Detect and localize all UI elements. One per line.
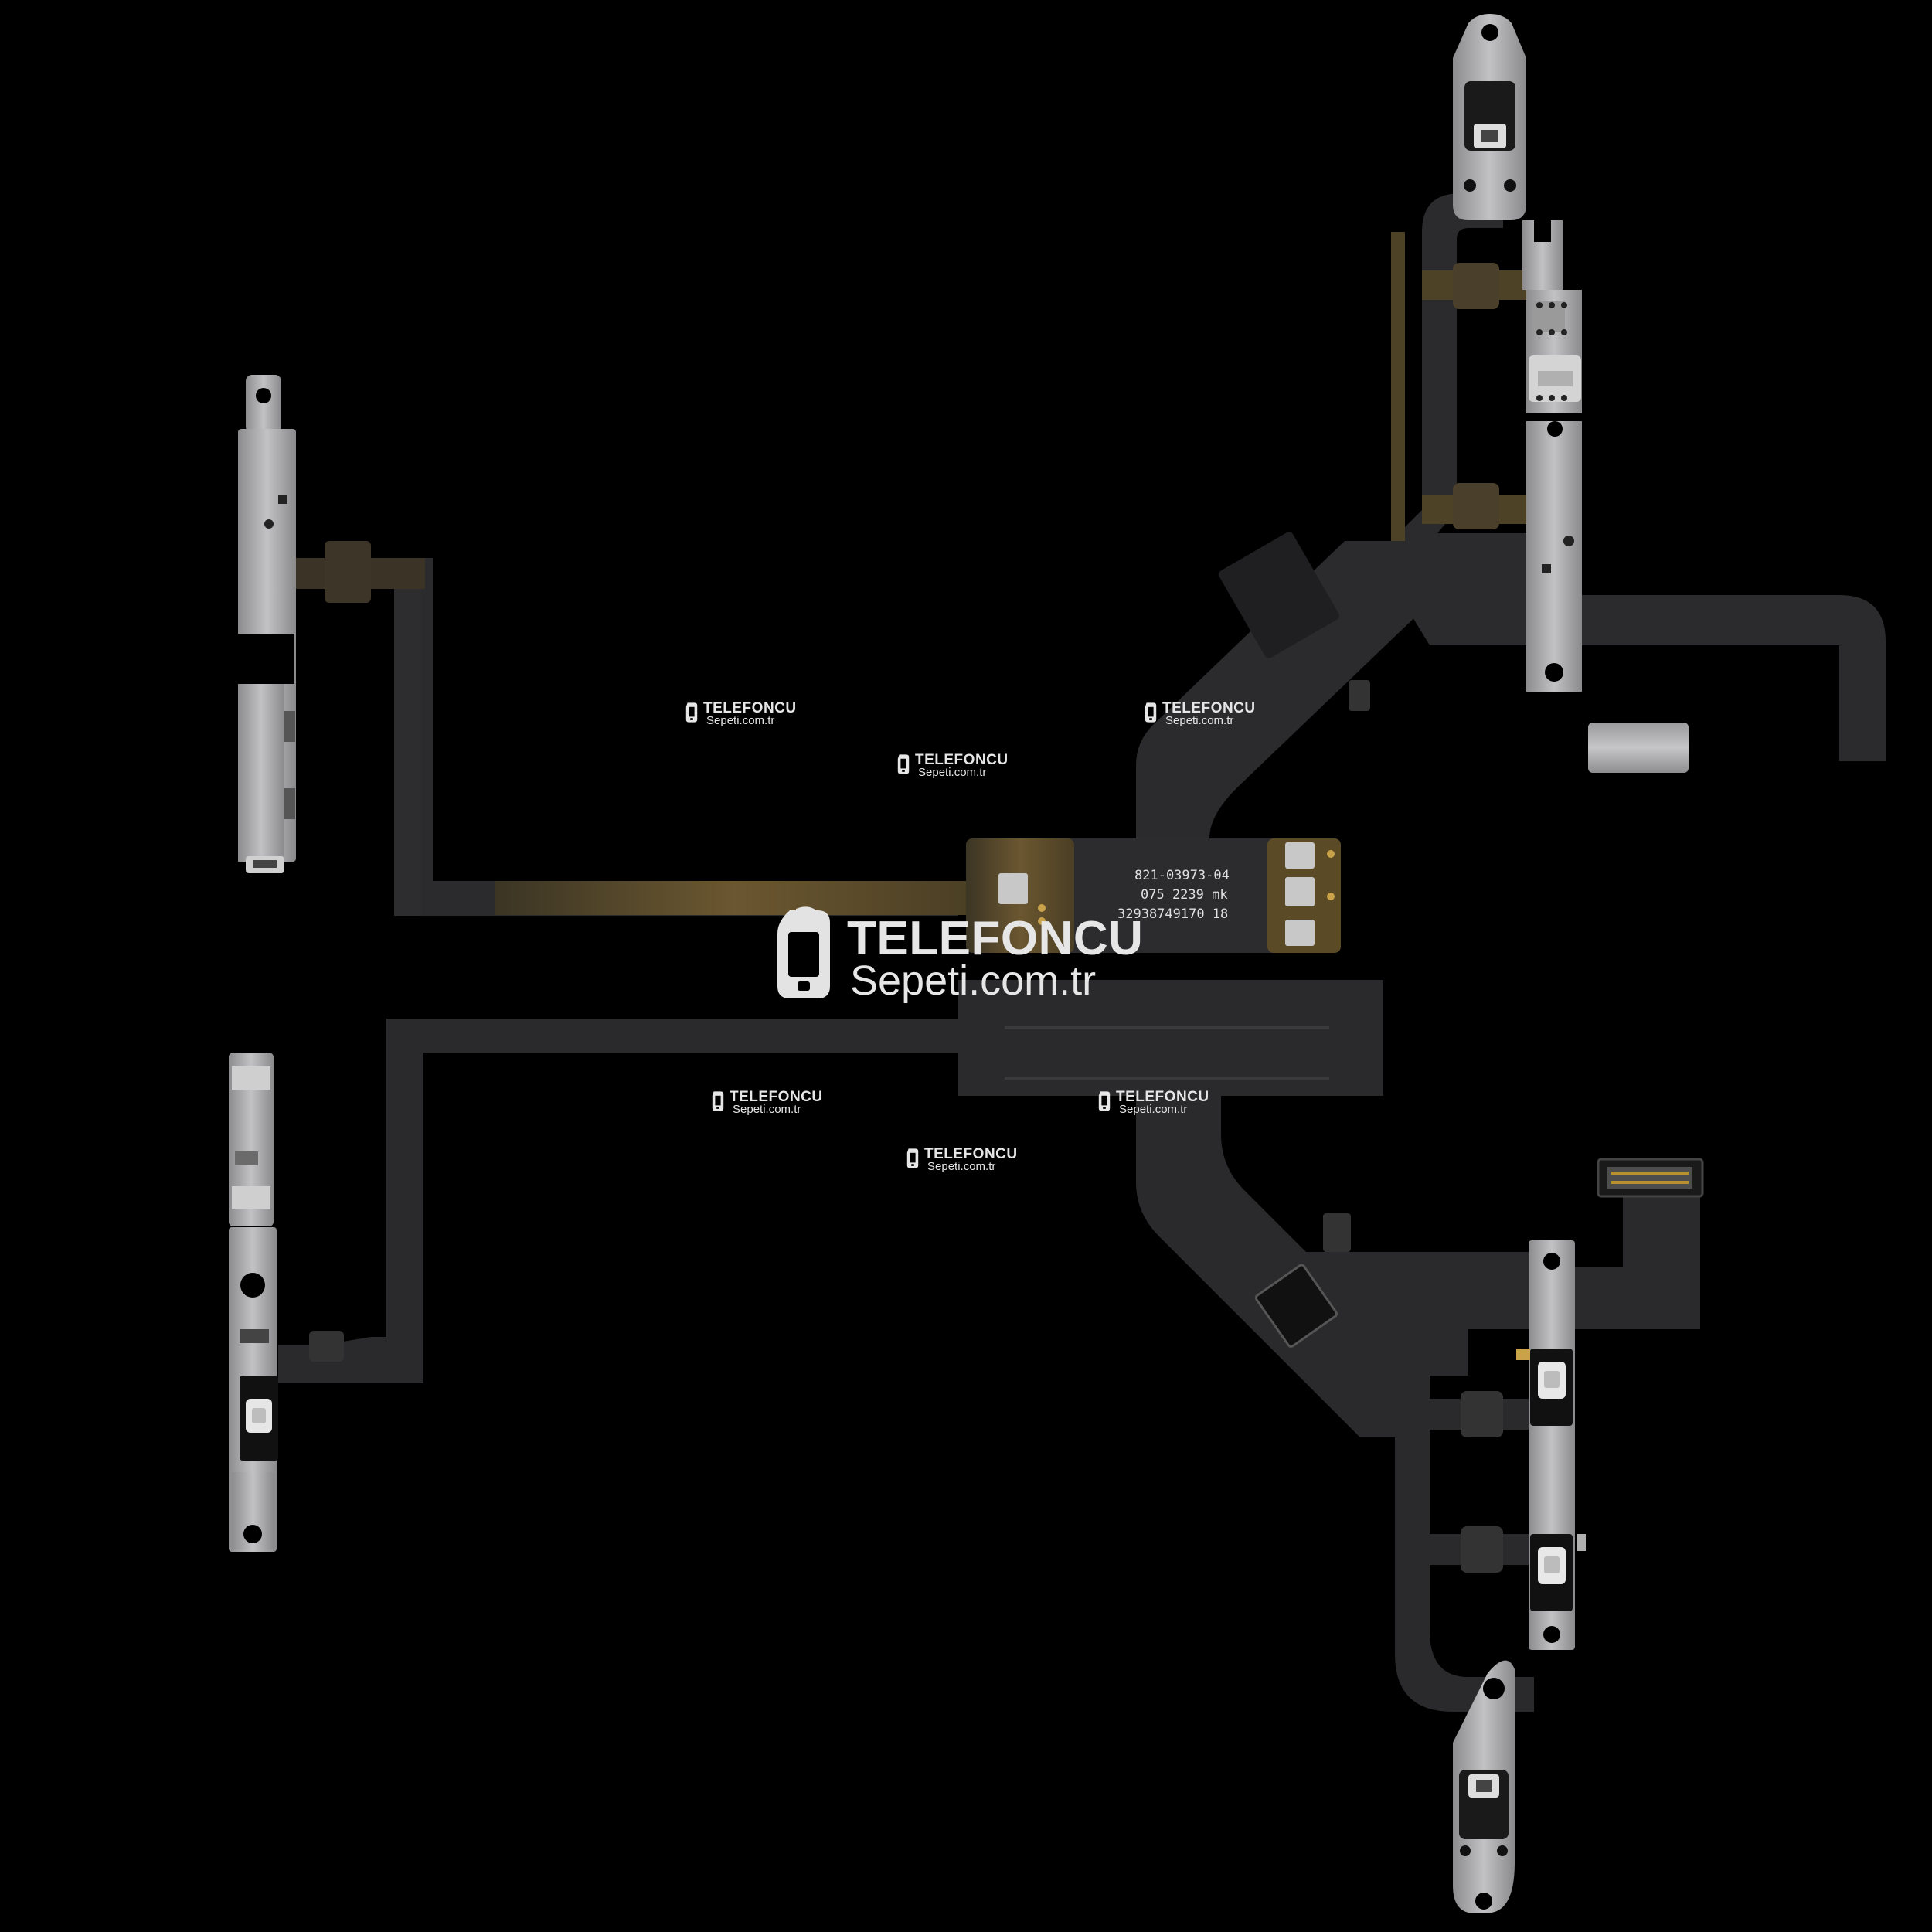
watermark-brand: TELEFONCU xyxy=(1116,1089,1209,1105)
watermark-brand: TELEFONCU xyxy=(1162,700,1256,716)
watermark-domain: Sepeti.com.tr xyxy=(927,1160,996,1173)
upper-flex-right-loop xyxy=(1376,193,1886,761)
connector-pins xyxy=(1607,1167,1692,1189)
upper-flex-left-pad xyxy=(325,541,371,603)
phone-logo-icon xyxy=(1098,1091,1111,1111)
upper-flex-connector-block xyxy=(1219,532,1339,658)
phone-logo-icon xyxy=(685,702,698,723)
upper-right-metal-plate xyxy=(1588,723,1689,773)
lower-flex-cable xyxy=(278,980,1704,1712)
lower-flex-tab xyxy=(1461,1391,1503,1437)
phone-logo-icon xyxy=(777,906,830,998)
gold-pad xyxy=(1285,877,1315,906)
watermark: TELEFONCU Sepeti.com.tr xyxy=(711,1088,835,1119)
phone-logo-icon xyxy=(712,1091,724,1111)
lower-flex-right-section xyxy=(1244,1167,1700,1360)
watermark-domain: Sepeti.com.tr xyxy=(733,1103,801,1116)
watermark-domain: Sepeti.com.tr xyxy=(918,766,987,779)
lower-flex-right-loop xyxy=(1395,1329,1534,1712)
watermark-brand: TELEFONCU xyxy=(915,752,1009,768)
lower-flex-tab xyxy=(1461,1526,1503,1573)
upper-flex-diagonal xyxy=(1136,541,1422,838)
lower-left-metal-bracket xyxy=(229,1053,278,1552)
lower-flex-main xyxy=(386,980,1430,1437)
gold-pad xyxy=(1285,920,1315,946)
upper-flex-left-tail xyxy=(396,563,958,916)
lower-flex-left-tab xyxy=(309,1331,344,1362)
upper-flex-amber-trace xyxy=(495,881,974,915)
gold-pad xyxy=(1285,842,1315,869)
watermark-brand: TELEFONCU xyxy=(730,1089,823,1105)
lower-flex-left-drop xyxy=(278,1337,423,1383)
upper-right-top-clip xyxy=(1453,14,1526,220)
pcb-batch-code: 075 2239 mk xyxy=(1141,887,1228,903)
watermark-brand: TELEFONCU xyxy=(924,1146,1018,1162)
upper-left-metal-bracket xyxy=(236,375,296,873)
phone-logo-icon xyxy=(906,1148,919,1168)
watermark: TELEFONCU Sepeti.com.tr xyxy=(1144,699,1267,730)
watermark: TELEFONCU Sepeti.com.tr xyxy=(1097,1088,1221,1119)
upper-flex-vertical-run xyxy=(394,563,421,916)
gold-pad xyxy=(998,873,1028,904)
watermark-domain: Sepeti.com.tr xyxy=(706,714,775,727)
pcb-serial-number: 32938749170 18 xyxy=(1117,906,1228,922)
ic-chip xyxy=(1254,1264,1338,1348)
pcb-part-number: 821-03973-04 xyxy=(1134,868,1230,883)
watermark: TELEFONCU Sepeti.com.tr xyxy=(685,699,808,730)
lower-right-long-bracket xyxy=(1516,1240,1586,1650)
phone-logo-icon xyxy=(897,754,910,774)
watermark: TELEFONCU Sepeti.com.tr xyxy=(896,751,1020,782)
watermark-domain: Sepeti.com.tr xyxy=(1165,714,1234,727)
upper-flex-amber-vertical xyxy=(1391,232,1405,541)
watermark-large: TELEFONCU Sepeti.com.tr xyxy=(773,906,1175,1006)
lower-right-bottom-clip xyxy=(1453,1660,1515,1913)
lower-flex-small-tab xyxy=(1323,1213,1351,1252)
watermark-domain: Sepeti.com.tr xyxy=(1119,1103,1188,1116)
lower-flex-trace xyxy=(1005,1026,1329,1080)
watermark-domain: Sepeti.com.tr xyxy=(850,957,1097,1004)
phone-logo-icon xyxy=(1145,702,1157,723)
watermark: TELEFONCU Sepeti.com.tr xyxy=(906,1145,1029,1176)
upper-flex-tab xyxy=(1453,263,1499,309)
watermark-brand: TELEFONCU xyxy=(703,700,797,716)
watermark-brand: TELEFONCU xyxy=(847,912,1144,965)
upper-flex-side-tab xyxy=(1349,680,1370,711)
upper-right-long-bracket xyxy=(1522,220,1582,692)
upper-flex-cable xyxy=(294,193,1886,953)
upper-flex-tab xyxy=(1453,483,1499,529)
